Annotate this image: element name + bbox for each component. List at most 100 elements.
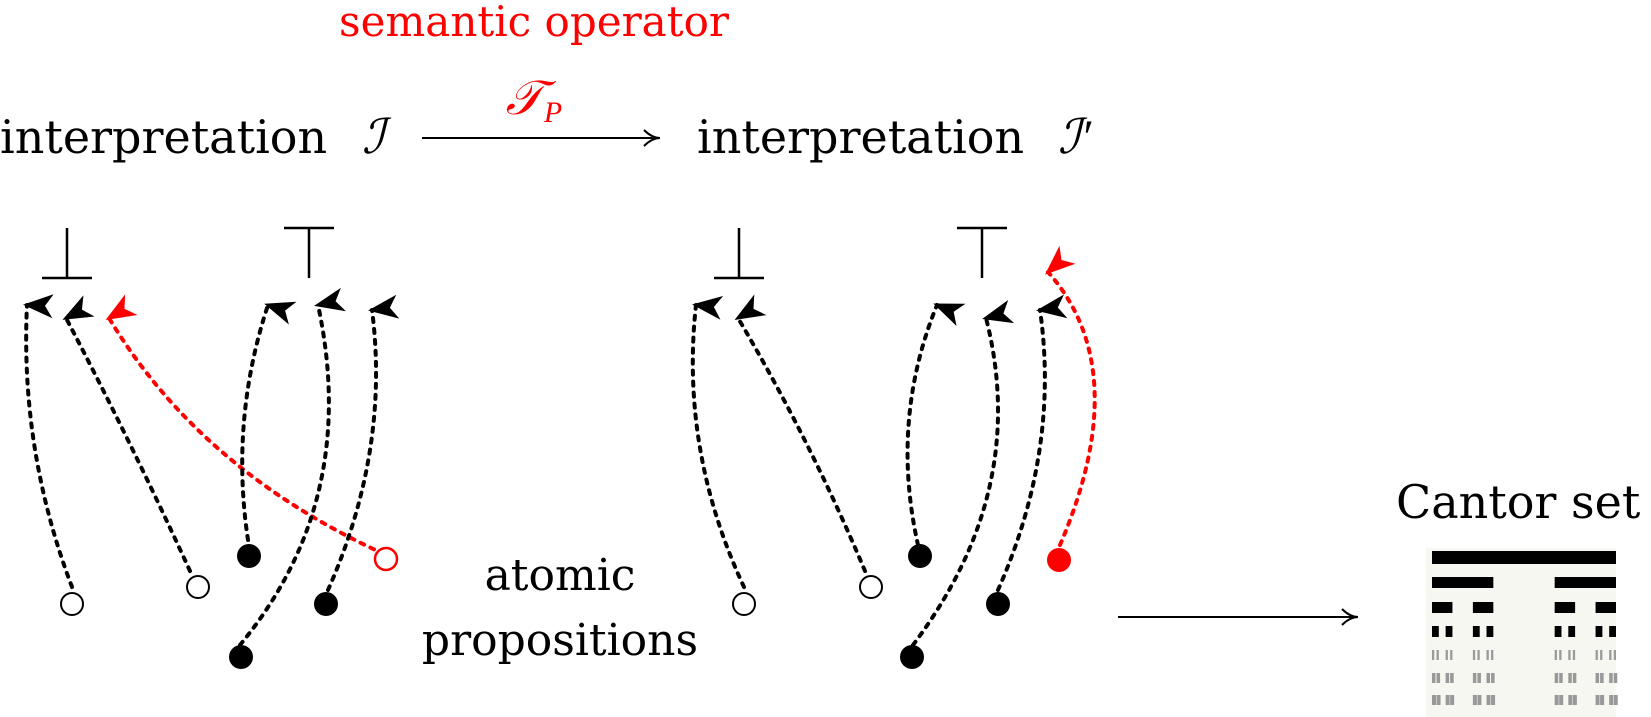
cantor-segment-level-5 bbox=[1569, 673, 1572, 683]
cantor-segment-level-6 bbox=[1602, 695, 1605, 705]
cantor-segment-level-6 bbox=[1452, 695, 1455, 705]
left-atom-a2 bbox=[186, 575, 210, 599]
cantor-segment-level-5 bbox=[1554, 673, 1557, 683]
cantor-segment-level-6 bbox=[1555, 695, 1558, 705]
cantor-segment-level-3 bbox=[1568, 626, 1576, 637]
cantor-segment-level-6 bbox=[1614, 695, 1617, 705]
cantor-segment-level-5 bbox=[1486, 673, 1489, 683]
left-interpretation-heading: interpretation ℐ bbox=[0, 110, 392, 164]
cantor-segment-level-5 bbox=[1488, 673, 1491, 683]
cantor-segment-level-5 bbox=[1451, 673, 1454, 683]
operator-label: semantic operator bbox=[339, 0, 730, 46]
left-atom-a3 bbox=[373, 546, 399, 572]
cantor-segment-level-5 bbox=[1615, 673, 1618, 683]
right-atom-b2 bbox=[859, 575, 883, 599]
cantor-segment-level-6 bbox=[1432, 695, 1435, 705]
cantor-segment-level-6 bbox=[1491, 695, 1494, 705]
cantor-segment-level-5 bbox=[1478, 673, 1481, 683]
cantor-segment-level-6 bbox=[1488, 695, 1491, 705]
cantor-segment-level-3 bbox=[1609, 626, 1616, 637]
cantor-segment-level-6 bbox=[1615, 695, 1618, 705]
left-atom-a6 bbox=[229, 645, 253, 669]
cantor-segment-level-4 bbox=[1450, 650, 1453, 660]
cantor-segment-level-5 bbox=[1436, 673, 1439, 683]
propositions-label: propositions bbox=[422, 615, 698, 666]
cantor-segment-level-5 bbox=[1597, 673, 1600, 683]
cantor-segment-level-6 bbox=[1568, 695, 1571, 705]
cantor-segment-level-5 bbox=[1477, 673, 1480, 683]
cantor-segment-level-1 bbox=[1432, 577, 1494, 588]
cantor-segment-level-4 bbox=[1472, 650, 1476, 660]
cantor-segment-level-6 bbox=[1438, 695, 1441, 705]
cantor-segment-level-6 bbox=[1487, 695, 1490, 705]
right-interpretation-symbol: ℐ′ bbox=[1058, 111, 1093, 164]
cantor-segment-level-5 bbox=[1574, 673, 1577, 683]
cantor-segment-level-4 bbox=[1568, 650, 1571, 660]
left-arrow-a4-to-true bbox=[240, 301, 297, 542]
operator-symbol: 𝒯 P bbox=[506, 72, 563, 129]
right-arrow-b1-to-false bbox=[690, 295, 746, 589]
right-arrow-b6-to-true bbox=[1045, 245, 1097, 547]
cantor-segment-level-3 bbox=[1445, 626, 1453, 637]
cantor-segment-level-4 bbox=[1554, 650, 1557, 660]
cantor-segment-level-6 bbox=[1434, 695, 1437, 705]
cantor-segment-level-6 bbox=[1559, 695, 1562, 705]
left-atom-a1 bbox=[60, 592, 84, 616]
cantor-segment-level-2 bbox=[1595, 602, 1616, 613]
cantor-segment-level-4 bbox=[1572, 650, 1576, 660]
left-arrow-a2-to-false bbox=[62, 295, 192, 573]
cantor-segment-level-4 bbox=[1600, 650, 1603, 660]
cantor-segment-level-5 bbox=[1491, 673, 1494, 683]
right-atom-b5 bbox=[986, 592, 1010, 616]
right-arrow-b4-to-true bbox=[911, 299, 1015, 647]
left-true-symbol bbox=[284, 226, 334, 278]
cantor-segment-level-0 bbox=[1432, 551, 1616, 564]
right-arrow-b3-to-true bbox=[905, 303, 966, 547]
operator-symbol-subscript: P bbox=[543, 96, 562, 129]
cantor-segment-level-2 bbox=[1432, 602, 1453, 613]
cantor-segment-level-2 bbox=[1554, 602, 1576, 613]
cantor-segment-level-1 bbox=[1554, 577, 1616, 588]
cantor-segment-level-6 bbox=[1437, 695, 1440, 705]
right-interpretation-label: interpretation bbox=[697, 110, 1024, 164]
cantor-segment-level-4 bbox=[1432, 650, 1435, 660]
cantor-segment-level-5 bbox=[1595, 673, 1598, 683]
cantor-segment-level-3 bbox=[1595, 626, 1603, 637]
right-atoms bbox=[732, 544, 1071, 669]
cantor-segment-level-4 bbox=[1436, 650, 1439, 660]
cantor-segment-level-6 bbox=[1473, 695, 1476, 705]
cantor-segment-level-4 bbox=[1609, 650, 1612, 660]
cantor-segment-level-6 bbox=[1450, 695, 1453, 705]
cantor-segment-level-2 bbox=[1472, 602, 1494, 613]
right-atom-b3 bbox=[908, 544, 932, 568]
cantor-segment-level-4 bbox=[1491, 650, 1494, 660]
left-arrow-a5-to-true bbox=[238, 287, 346, 647]
cantor-segment-level-3 bbox=[1472, 626, 1480, 637]
left-atoms bbox=[60, 544, 399, 669]
cantor-segment-level-5 bbox=[1572, 673, 1575, 683]
cantor-segment-level-5 bbox=[1600, 673, 1603, 683]
right-mapping-arrows bbox=[690, 245, 1097, 647]
right-atom-b6 bbox=[1047, 548, 1071, 572]
cantor-segment-level-5 bbox=[1609, 673, 1612, 683]
cantor-segment-level-5 bbox=[1450, 673, 1453, 683]
cantor-segment-level-5 bbox=[1474, 673, 1477, 683]
cantor-segment-level-5 bbox=[1601, 673, 1604, 683]
cantor-segment-level-6 bbox=[1611, 695, 1614, 705]
cantor-segment-level-5 bbox=[1447, 673, 1450, 683]
cantor-segment-level-5 bbox=[1568, 673, 1571, 683]
cantor-segment-level-5 bbox=[1610, 673, 1613, 683]
cantor-segment-level-5 bbox=[1432, 673, 1434, 683]
cantor-segment-level-5 bbox=[1492, 673, 1495, 683]
cantor-segment-level-6 bbox=[1573, 695, 1576, 705]
cantor-segment-level-6 bbox=[1561, 695, 1564, 705]
cantor-segment-level-5 bbox=[1613, 673, 1616, 683]
right-arrow-b5-to-true bbox=[996, 294, 1068, 592]
right-atom-b1 bbox=[732, 592, 756, 616]
right-arrow-b2-to-false bbox=[734, 294, 867, 573]
cantor-segment-level-6 bbox=[1556, 695, 1559, 705]
right-interpretation-heading: interpretation ℐ′ bbox=[697, 110, 1093, 164]
cantor-segment-level-6 bbox=[1574, 695, 1577, 705]
cantor-segment-level-6 bbox=[1446, 695, 1449, 705]
